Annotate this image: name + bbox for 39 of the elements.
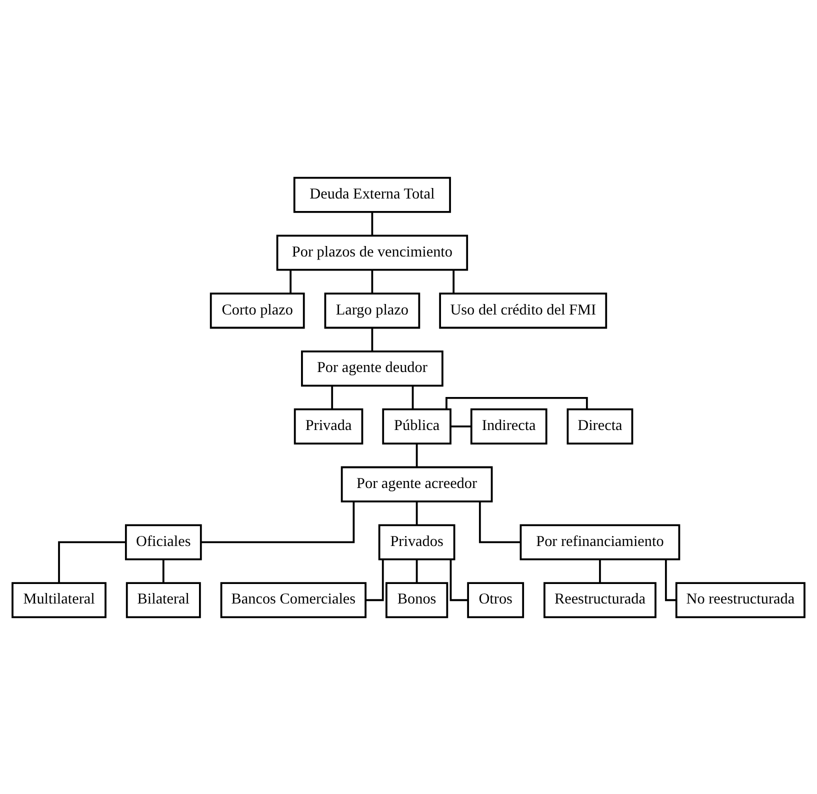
node-box: Largo plazo [324, 292, 420, 328]
node-box: Reestructurada [544, 582, 656, 618]
connector [416, 443, 418, 466]
connector [331, 385, 334, 409]
connector [58, 540, 126, 582]
node-box: Otros [467, 582, 524, 618]
node-box: Privados [378, 524, 456, 560]
connector [412, 385, 414, 409]
node-box: Uso del crédito del FMI [439, 292, 608, 328]
node-box: Por plazos de vencimiento [276, 234, 468, 270]
node-box: Bonos [385, 582, 448, 618]
connector [450, 425, 472, 427]
connector [290, 270, 292, 293]
node-box: Por agente deudor [301, 350, 444, 386]
node-box: Deuda Externa Total [293, 176, 451, 212]
node-box: Directa [566, 408, 634, 444]
node-box: Oficiales [124, 524, 202, 560]
node-box: Por refinanciamiento [520, 524, 680, 560]
connector [664, 559, 676, 601]
connector [371, 328, 374, 351]
connector [452, 270, 455, 293]
connector [599, 559, 601, 582]
node-box: Indirecta [470, 408, 548, 444]
node-box: Privada [294, 408, 364, 444]
node-box: Corto plazo [210, 292, 305, 328]
connector [201, 501, 355, 543]
connector [416, 559, 418, 582]
node-box: No reestructurada [675, 582, 806, 618]
node-box: Pública [382, 408, 452, 444]
connector [416, 501, 418, 524]
connector [371, 212, 374, 235]
connector [371, 270, 374, 293]
connector [162, 559, 164, 582]
node-box: Por agente acreedor [340, 466, 493, 502]
connector [478, 501, 521, 543]
node-box: Bilateral [126, 582, 201, 618]
node-box: Bancos Comerciales [220, 582, 366, 618]
connector [446, 396, 588, 409]
node-box: Multilateral [12, 582, 106, 618]
